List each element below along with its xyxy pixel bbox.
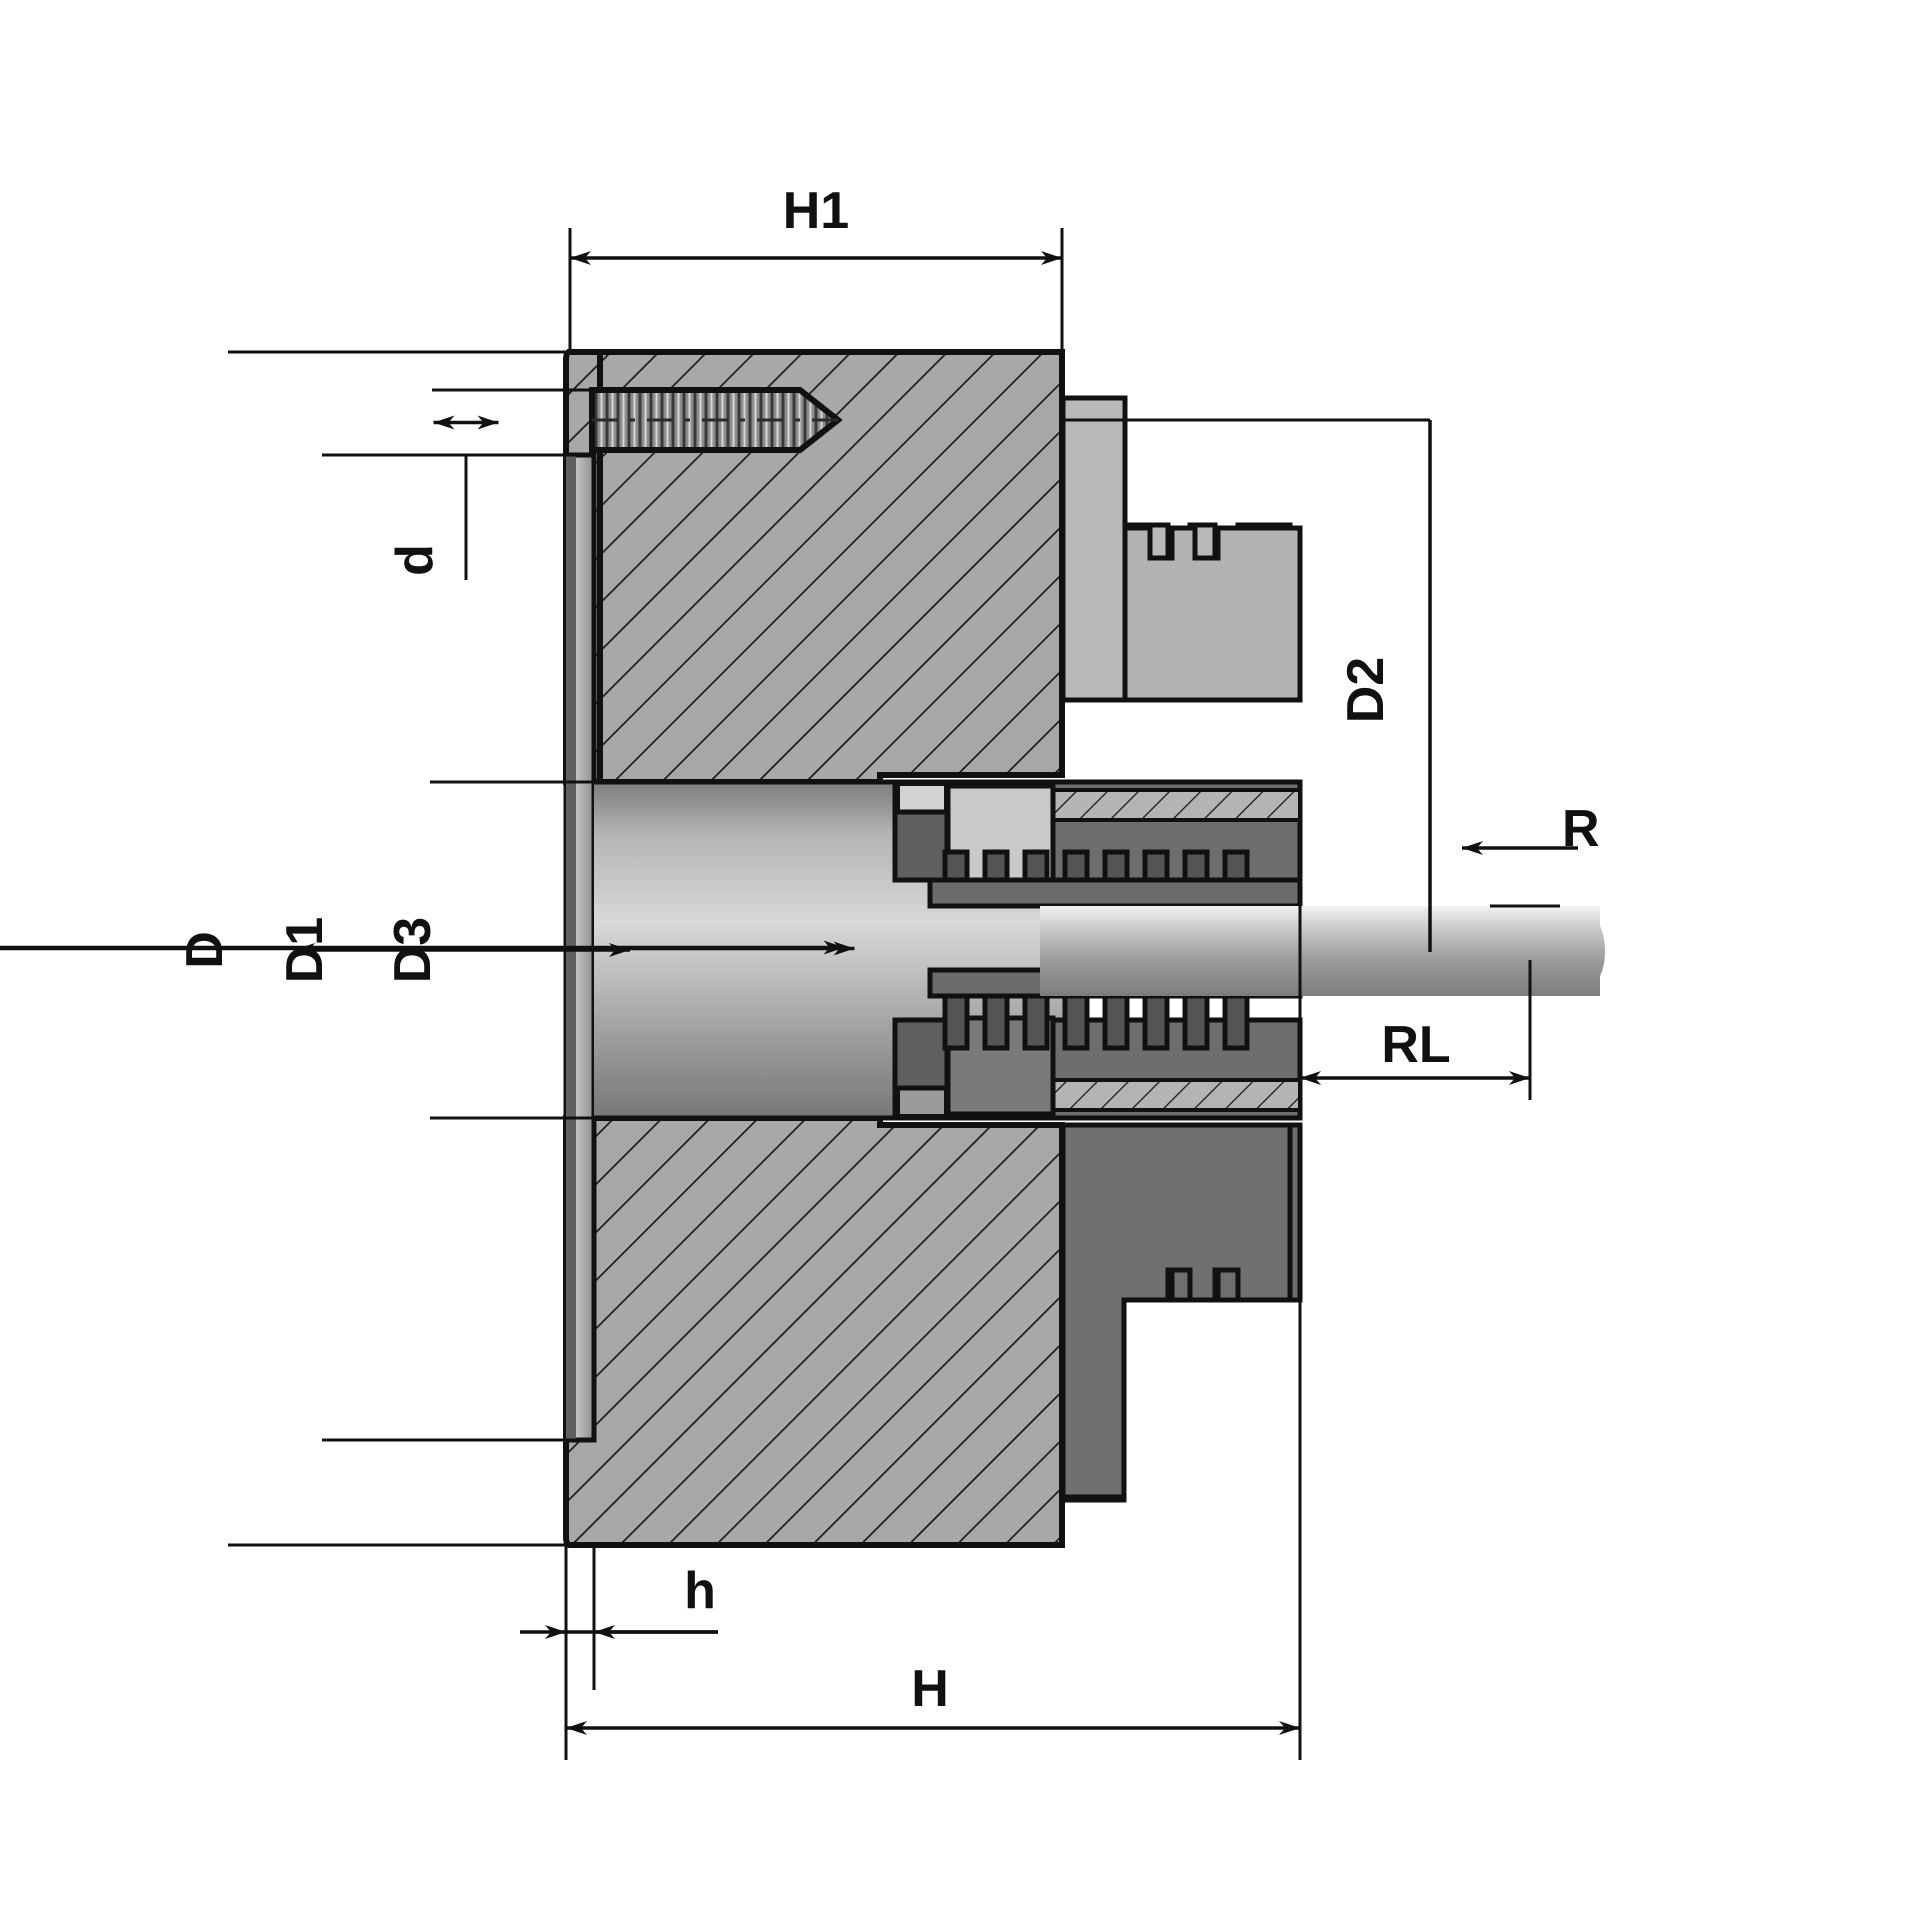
dimension-annotations	[0, 228, 1578, 1760]
dim-D2	[1063, 418, 1432, 952]
chuck-body-lower	[563, 1115, 1065, 1548]
dim-RL	[1298, 906, 1532, 1100]
dim-label-D3: D3	[384, 917, 442, 983]
slide-mechanism-lower	[892, 967, 1303, 1121]
dim-H	[564, 1160, 1302, 1760]
dim-label-H: H	[911, 1660, 949, 1718]
dim-label-D2: D2	[1337, 657, 1395, 723]
dim-label-R: R	[1562, 800, 1600, 858]
dim-label-RL: RL	[1381, 1016, 1450, 1074]
dim-label-D1: D1	[276, 917, 334, 983]
jaw-lower-back	[1060, 1122, 1293, 1500]
dim-R	[1462, 841, 1578, 908]
slide-mechanism-upper	[892, 779, 1303, 909]
jaw-upper-shank	[1060, 395, 1128, 703]
rack-teeth-upper	[927, 849, 1303, 909]
dim-H1	[568, 228, 1064, 352]
dimension-labels: H1 d D D1 D3 D2 R RL h H	[176, 182, 1600, 1718]
dim-label-h: h	[684, 1562, 716, 1620]
workpiece-shaft-body	[1040, 906, 1600, 996]
dim-label-d: d	[386, 544, 444, 576]
dim-label-H1: H1	[783, 182, 849, 240]
dim-label-D: D	[176, 931, 234, 969]
dim-D3	[294, 780, 630, 1120]
workpiece-shaft-end	[1560, 906, 1605, 996]
set-screw	[589, 387, 843, 453]
